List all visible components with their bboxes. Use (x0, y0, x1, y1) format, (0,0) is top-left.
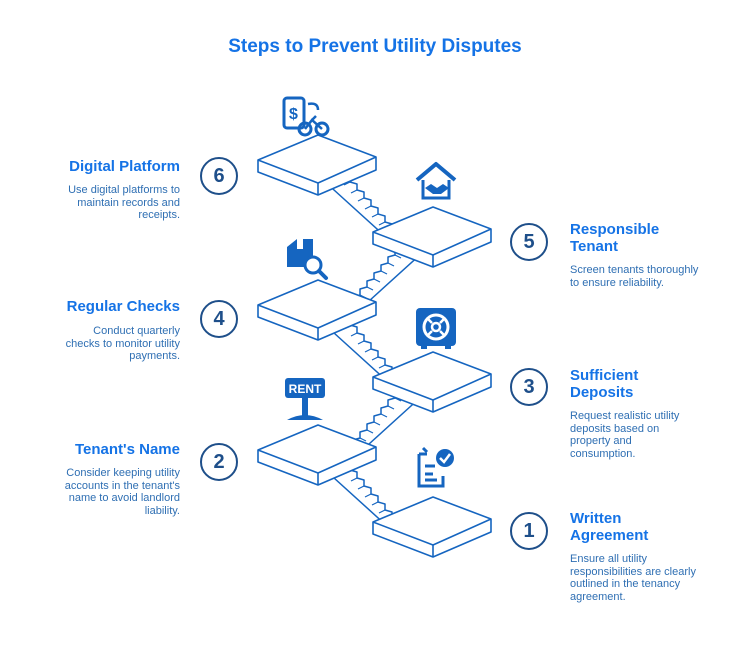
house-handshake-icon (415, 162, 457, 200)
platform-4 (257, 279, 377, 341)
step-3-number: 3 (510, 368, 548, 406)
platform-6 (257, 134, 377, 196)
rent-sign-icon: RENT (285, 378, 325, 420)
page-title: Steps to Prevent Utility Disputes (228, 36, 522, 57)
step-1-number: 1 (510, 512, 548, 550)
step-2-title: Tenant's Name (75, 441, 180, 458)
step-5-number: 5 (510, 223, 548, 261)
step-2-number: 2 (200, 443, 238, 481)
svg-text:$: $ (289, 106, 298, 123)
safe-icon (416, 308, 456, 349)
step-6-number: 6 (200, 157, 238, 195)
svg-text:RENT: RENT (289, 382, 322, 396)
platform-5 (372, 206, 492, 268)
checklist-icon (417, 446, 454, 488)
step-4-number: 4 (200, 300, 238, 338)
platform-1 (372, 496, 492, 558)
platform-3 (372, 351, 492, 413)
step-4-title: Regular Checks (66, 298, 180, 315)
box-search-icon (287, 239, 328, 280)
platform-2 (257, 424, 377, 486)
step-6-title: Digital Platform (69, 158, 180, 175)
phone-bike-icon: $ (282, 96, 330, 137)
